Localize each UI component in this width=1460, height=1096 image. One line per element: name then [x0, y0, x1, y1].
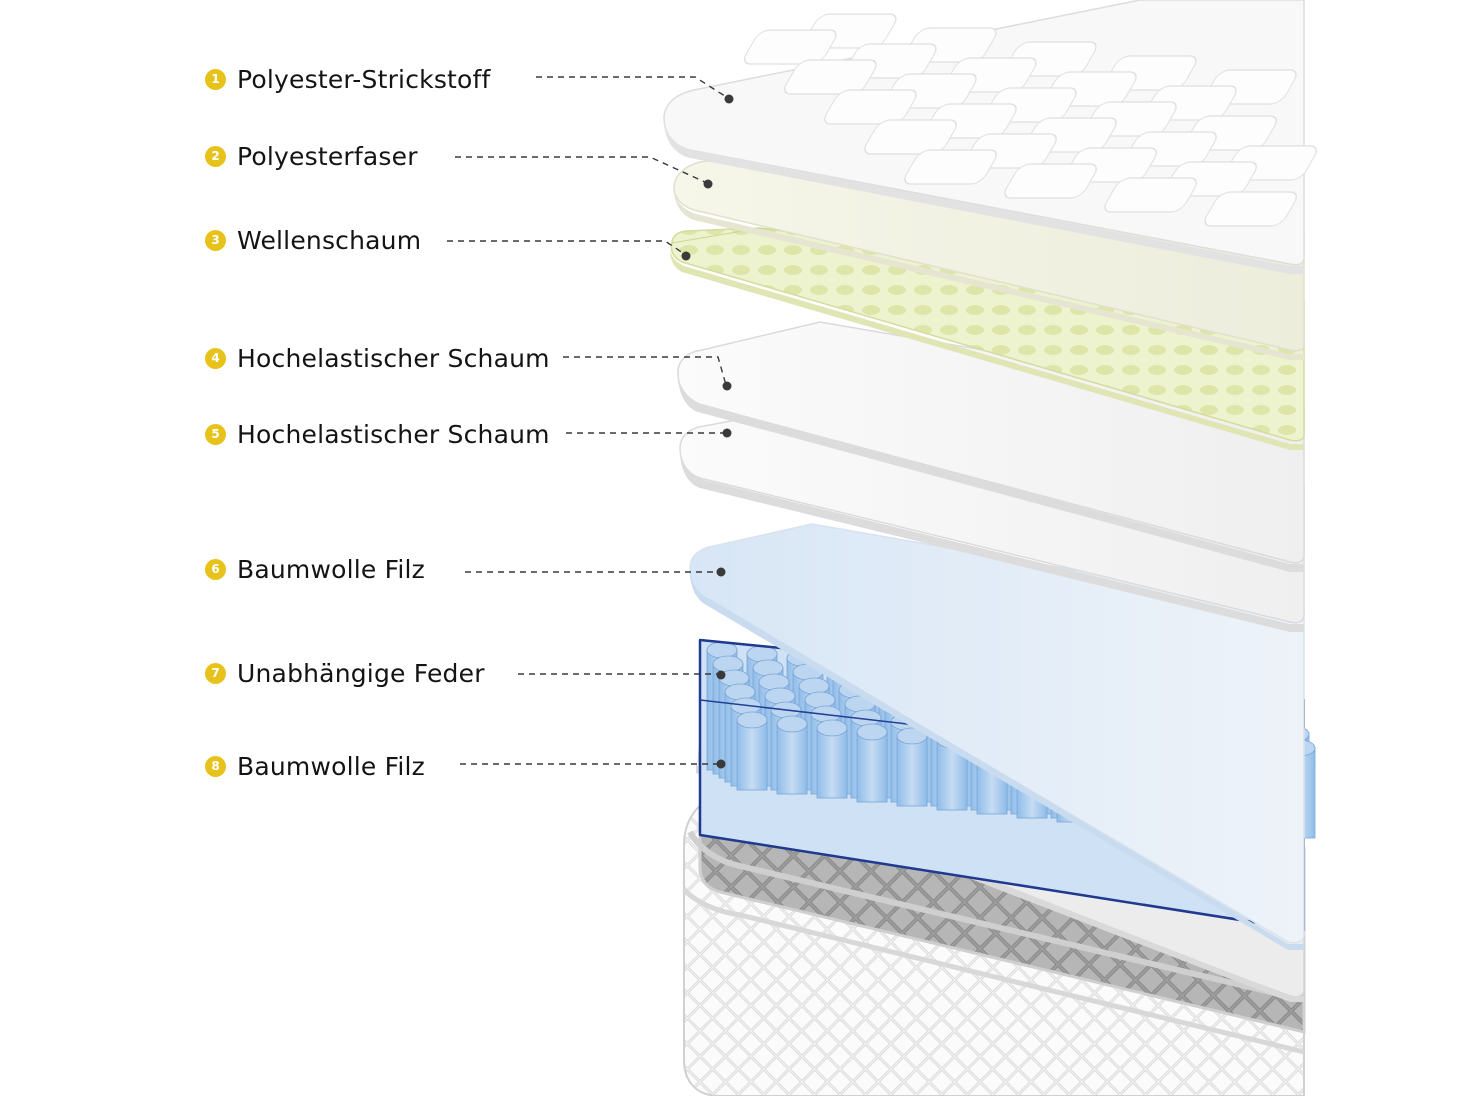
leader-dot-6 [716, 567, 726, 577]
spring-pocket [856, 731, 888, 803]
leader-dot-3 [681, 251, 691, 261]
layer-label-7: Unabhängige Feder [237, 658, 485, 688]
label-row-7: 7 Unabhängige Feder [205, 658, 485, 688]
label-row-5: 5 Hochelastischer Schaum [205, 419, 550, 449]
number-badge-5: 5 [205, 423, 226, 445]
spring-pocket-top [736, 711, 768, 729]
spring-pocket-top [776, 715, 808, 733]
spring-pocket [736, 719, 768, 791]
leader-dot-5 [722, 428, 732, 438]
leader-dot-7 [716, 670, 726, 680]
spring-pocket [936, 739, 968, 811]
number-badge-3: 3 [205, 229, 226, 251]
leader-dot-2 [703, 179, 713, 189]
quilt-cell [1004, 163, 1097, 199]
spring-pocket-top [752, 659, 784, 677]
spring-pocket-top [856, 723, 888, 741]
leader-line-4 [563, 356, 727, 386]
layer-label-5: Hochelastischer Schaum [237, 419, 550, 449]
leader-lines [447, 76, 729, 765]
quilt-cell [743, 29, 837, 65]
layer-label-1: Polyester-Strickstoff [237, 64, 491, 94]
number-badge-1: 1 [205, 68, 226, 90]
spring-pocket-top [798, 677, 830, 695]
label-row-2: 2 Polyesterfaser [205, 141, 418, 171]
number-badge-2: 2 [205, 145, 226, 167]
spring-pocket-top [816, 719, 848, 737]
spring-pocket-top [712, 655, 744, 673]
label-row-8: 8 Baumwolle Filz [205, 751, 425, 781]
quilt-stitching [743, 13, 1317, 227]
layer-6-blue-felt [689, 523, 1305, 950]
layer-label-2: Polyesterfaser [237, 141, 418, 171]
spring-pocket-top [764, 687, 796, 705]
quilt-cell [1204, 191, 1297, 227]
quilt-cell [864, 119, 957, 155]
label-row-3: 3 Wellenschaum [205, 225, 421, 255]
number-badge-7: 7 [205, 662, 226, 684]
leader-dot-1 [724, 94, 734, 104]
label-row-1: 1 Polyester-Strickstoff [205, 64, 491, 94]
layer-label-8: Baumwolle Filz [237, 751, 426, 781]
layer-label-3: Wellenschaum [237, 225, 422, 255]
leader-dot-8 [716, 759, 726, 769]
spring-pocket-top [896, 727, 928, 745]
layer-2-polyester-fiber [673, 154, 1305, 360]
layer-label-4: Hochelastischer Schaum [237, 343, 550, 373]
spring-pocket-top [804, 691, 836, 709]
quilt-cell [784, 59, 877, 95]
leader-line-2 [455, 156, 708, 184]
spring-pocket-top [724, 683, 756, 701]
quilt-cell [904, 149, 997, 185]
number-badge-8: 8 [205, 755, 226, 777]
leader-dot-4 [722, 381, 732, 391]
layer-label-6: Baumwolle Filz [237, 554, 426, 584]
layer-1-quilted-knit-top [663, 0, 1317, 274]
leader-line-1 [536, 76, 729, 99]
spring-pocket [776, 723, 808, 795]
quilt-cell [824, 89, 917, 125]
leader-line-3 [447, 240, 687, 256]
number-badge-4: 4 [205, 347, 226, 369]
spring-pocket [896, 735, 928, 807]
spring-pocket-top [758, 673, 790, 691]
number-badge-6: 6 [205, 558, 226, 580]
quilt-cell [1104, 177, 1197, 213]
label-row-6: 6 Baumwolle Filz [205, 554, 425, 584]
label-row-4: 4 Hochelastischer Schaum [205, 343, 550, 373]
spring-pocket [816, 727, 848, 799]
leader-dots [681, 94, 734, 769]
